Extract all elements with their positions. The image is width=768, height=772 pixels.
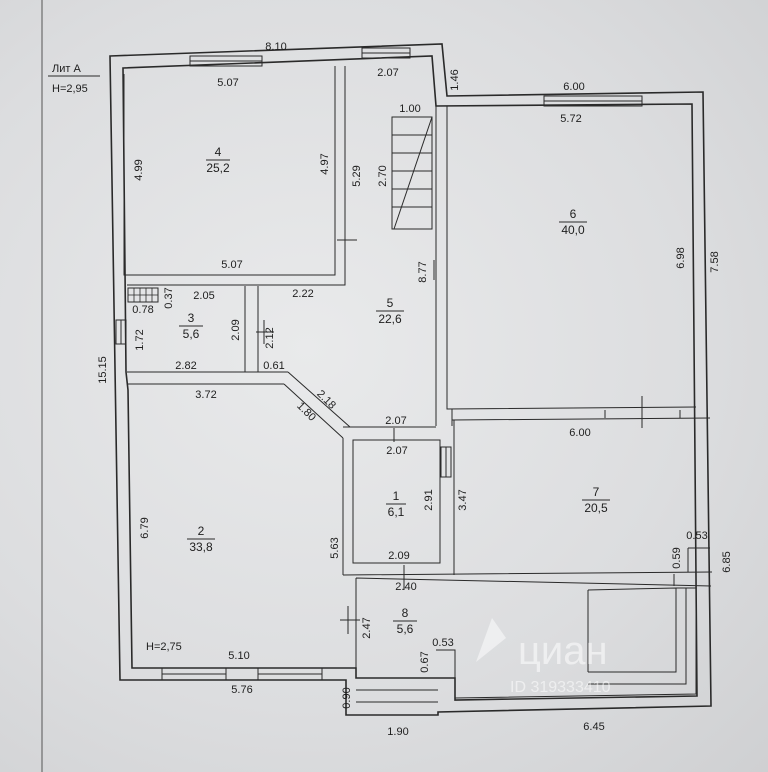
dim-r3-bottom: 2.82 xyxy=(175,360,196,372)
dim-r3-209: 2.09 xyxy=(230,319,242,340)
watermark: циан ID 319333410 xyxy=(476,618,611,696)
dimensions-horizontal: 8.10 5.07 2.07 5.07 1.00 6.00 5.72 0.78 … xyxy=(132,41,707,738)
dim-r3-212: 2.12 xyxy=(264,327,276,348)
dim-r2-563: 5.63 xyxy=(329,537,341,558)
room-7-label: 7 20,5 xyxy=(582,485,610,515)
dim-r8-067: 0.67 xyxy=(419,651,431,672)
svg-text:5,6: 5,6 xyxy=(397,622,414,636)
svg-text:8: 8 xyxy=(402,606,409,620)
svg-text:20,5: 20,5 xyxy=(584,501,608,515)
dim-r8-top: 2.40 xyxy=(395,581,416,593)
windows xyxy=(115,47,643,681)
svg-text:40,0: 40,0 xyxy=(561,223,585,237)
dim-r1-top-out: 2.07 xyxy=(385,415,406,427)
dim-r2-top: 3.72 xyxy=(195,389,216,401)
dim-top-total: 8.10 xyxy=(265,41,286,53)
dim-r5-h: 8.77 xyxy=(417,261,429,282)
dimensions-vertical: 4.99 4.97 5.29 2.70 1.46 8.77 6.98 7.58 … xyxy=(97,69,733,708)
svg-text:7: 7 xyxy=(593,485,600,499)
dim-r8-h: 2.47 xyxy=(361,617,373,638)
dim-r3-078: 0.78 xyxy=(132,304,153,316)
dim-stair-w: 1.00 xyxy=(399,103,420,115)
dim-bottom-645: 6.45 xyxy=(583,721,604,733)
dim-r1-bottom: 2.09 xyxy=(388,550,409,562)
dim-r7-059: 0.59 xyxy=(671,547,683,568)
door-marks xyxy=(256,222,681,634)
dim-r7-347: 3.47 xyxy=(457,489,469,510)
svg-text:5,6: 5,6 xyxy=(183,327,200,341)
room-1-label: 1 6,1 xyxy=(386,489,406,519)
dim-stair-len: 2.70 xyxy=(377,165,389,186)
room-5-label: 5 22,6 xyxy=(376,296,404,326)
room-3-label: 3 5,6 xyxy=(179,311,203,341)
dim-stair-h: 5.29 xyxy=(351,165,363,186)
dim-061: 0.61 xyxy=(263,360,284,372)
dim-r3-w: 2.05 xyxy=(193,290,214,302)
dim-porch-090: 0.90 xyxy=(341,687,353,708)
svg-text:2: 2 xyxy=(198,524,205,538)
dim-r1-h: 2.91 xyxy=(423,489,435,510)
dim-right-total: 7.58 xyxy=(709,251,721,272)
svg-text:4: 4 xyxy=(215,145,222,159)
dim-top-stair: 2.07 xyxy=(377,67,398,79)
room-2-label: 2 33,8 xyxy=(187,524,215,554)
header-letter: Лит А xyxy=(52,63,81,75)
walls xyxy=(109,43,713,716)
svg-text:25,2: 25,2 xyxy=(206,161,230,175)
watermark-id: ID 319333410 xyxy=(510,679,611,696)
room-2-height: H=2,75 xyxy=(146,641,182,653)
dim-r8-053: 0.53 xyxy=(432,637,453,649)
dim-r4-left: 4.99 xyxy=(133,159,145,180)
svg-text:22,6: 22,6 xyxy=(378,312,402,326)
dim-r2-h: 6.79 xyxy=(139,517,151,538)
dim-r7-053: 0.53 xyxy=(686,530,707,542)
dim-r6-h: 6.98 xyxy=(675,247,687,268)
dim-r6-inner: 5.72 xyxy=(560,113,581,125)
dim-r6-outer: 6.00 xyxy=(563,81,584,93)
dim-r4-bottom: 5.07 xyxy=(221,259,242,271)
dim-step-146: 1.46 xyxy=(449,69,461,90)
room-4-label: 4 25,2 xyxy=(206,145,230,175)
room-6-label: 6 40,0 xyxy=(559,207,587,237)
dim-r4-right: 4.97 xyxy=(319,153,331,174)
svg-text:5: 5 xyxy=(387,296,394,310)
svg-text:6: 6 xyxy=(570,207,577,221)
svg-text:33,8: 33,8 xyxy=(189,540,213,554)
room-8-label: 8 5,6 xyxy=(393,606,417,636)
dim-r3-037: 0.37 xyxy=(163,287,175,308)
dim-porch-190: 1.90 xyxy=(387,726,408,738)
dim-r6-bottom: 6.00 xyxy=(569,427,590,439)
svg-text:6,1: 6,1 xyxy=(388,505,405,519)
dim-r5-222: 2.22 xyxy=(292,288,313,300)
dim-r3-h: 1.72 xyxy=(134,329,146,350)
svg-text:3: 3 xyxy=(188,311,195,325)
svg-text:1: 1 xyxy=(393,489,400,503)
watermark-logo-icon xyxy=(476,618,506,662)
header-height: H=2,95 xyxy=(52,83,88,95)
dim-r1-top-in: 2.07 xyxy=(386,445,407,457)
dim-diag-180: 1.80 xyxy=(294,400,318,424)
dim-top-r4: 5.07 xyxy=(217,77,238,89)
dim-right-685: 6.85 xyxy=(721,551,733,572)
dim-bottom-576: 5.76 xyxy=(231,684,252,696)
dim-left-total: 15.15 xyxy=(97,356,109,384)
dim-r2-bottom-in: 5.10 xyxy=(228,650,249,662)
watermark-brand: циан xyxy=(518,629,608,673)
dim-diag-218: 2.18 xyxy=(314,388,338,412)
